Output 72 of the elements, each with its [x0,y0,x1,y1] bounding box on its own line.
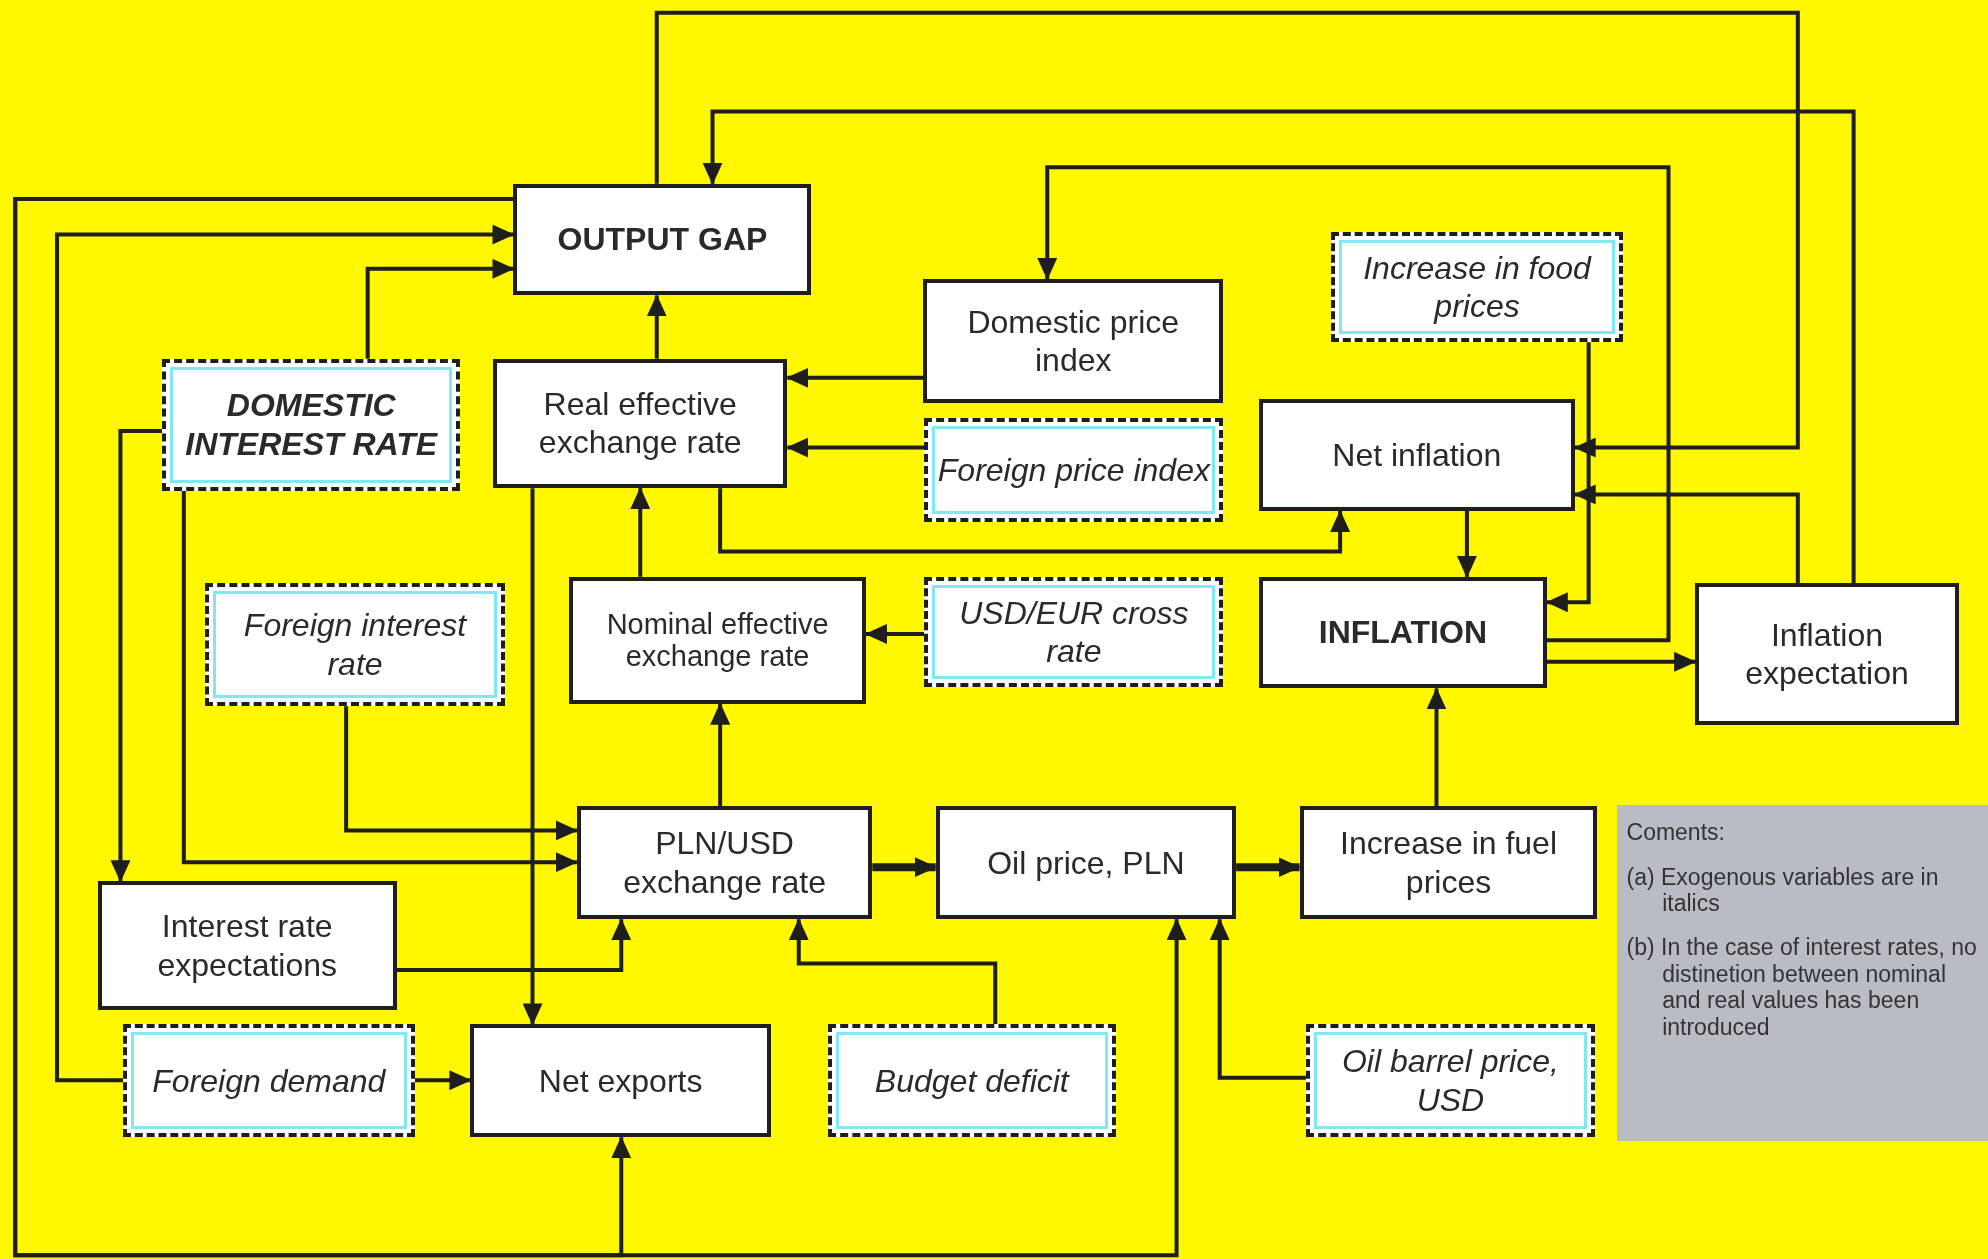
arrow [1456,510,1477,578]
arrow [1545,342,1591,613]
box-label: Increase in fuel prices [1339,824,1558,902]
arrow [1573,484,1800,584]
box-label: Net exports [538,1061,703,1101]
arrow [710,702,731,807]
arrow [864,623,925,644]
arrow [654,10,1800,458]
exogenous-variable-box [162,358,461,491]
arrow [646,294,667,359]
arrow [365,258,515,359]
box-label: Increase in food prices [1362,248,1593,326]
variable-box [569,576,866,704]
arrow [702,109,1856,584]
arrow [396,918,632,972]
variable-box [470,1024,771,1138]
box-label: INFLATION [1318,613,1487,652]
box-label: Oil price, PLN [987,843,1185,882]
arrow [1236,857,1301,878]
arrow [414,1070,472,1091]
variable-box [493,358,788,489]
arrow [1037,165,1671,643]
variable-box [1695,583,1959,726]
exogenous-variable-box [827,1024,1116,1138]
variable-box [935,806,1237,920]
variable-box [1258,576,1547,689]
box-label: OUTPUT GAP [557,220,768,259]
arrow [718,488,1351,554]
variable-box [576,806,873,920]
box-label: Oil barrel price, USD [1340,1042,1560,1120]
arrow [872,857,937,878]
note-heading: Coments: [1626,819,1725,846]
box-label: Nominal effective exchange rate [605,607,830,673]
arrow [55,224,515,1083]
box-label: DOMESTIC INTEREST RATE [184,386,439,464]
box-label: USD/EUR cross rate [958,593,1190,671]
box-label: PLN/USD exchange rate [622,824,827,902]
arrow [344,706,578,841]
note-text: (b) In the case of interest rates, no distinetion between nominal and real values has been introduced [1626,934,1978,1041]
variable-box [1299,806,1598,920]
arrow [110,429,163,883]
exogenous-variable-box [1331,232,1623,343]
exogenous-variable-box [924,418,1224,523]
variable-box [1258,399,1575,511]
note-text: (a) Exogenous variables are in italics [1626,863,1940,917]
box-label: Interest rate expectations [156,907,339,985]
exogenous-variable-box [122,1024,415,1138]
variable-box [513,183,812,296]
box-label: Net inflation [1332,435,1502,475]
comments-panel [1616,805,1988,1142]
box-label: Foreign interest rate [242,606,468,684]
variable-box [97,881,397,1011]
arrow [630,487,651,577]
arrow [788,918,998,1025]
exogenous-variable-box [205,583,505,707]
box-label: Inflation expectation [1744,615,1910,693]
arrow [13,197,632,1258]
box-label: Foreign price index [937,451,1210,490]
box-label: Foreign demand [152,1061,386,1101]
arrow [1426,687,1447,807]
arrow [786,367,923,388]
box-label: Domestic price index [966,302,1181,380]
exogenous-variable-box [1305,1024,1595,1138]
arrow [522,488,543,1026]
arrow [1546,651,1697,672]
variable-box [923,278,1224,404]
exogenous-variable-box [924,576,1224,688]
box-label: Budget deficit [874,1061,1069,1101]
box-label: Real effective exchange rate [537,385,743,462]
arrow [786,437,925,458]
arrow [1209,918,1306,1080]
arrow [181,490,578,873]
